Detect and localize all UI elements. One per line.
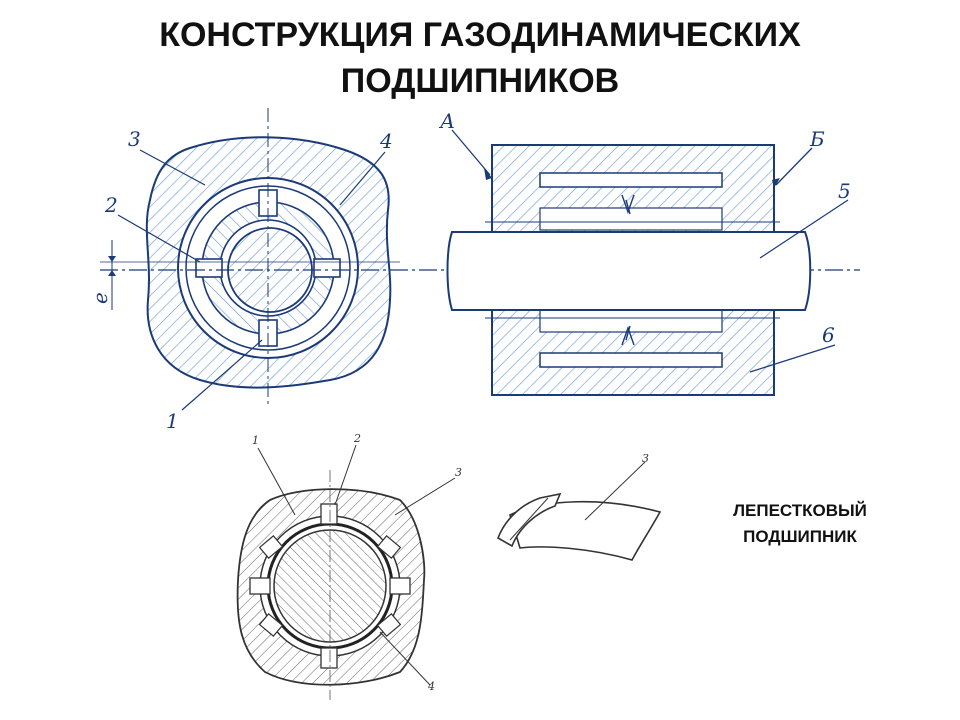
leader-2 (117, 214, 201, 263)
pad-right (313, 258, 341, 278)
caption-line-1: ЛЕПЕСТКОВЫЙ (733, 501, 867, 520)
bearing-longitudinal-section: А Б 5 6 (438, 109, 851, 396)
label-e: e (88, 292, 112, 304)
sleeve-upper (539, 207, 723, 231)
label-4: 4 (379, 129, 393, 153)
flow-mark-upper (621, 194, 635, 215)
leader-B (775, 147, 813, 186)
petal-leader-3 (584, 461, 646, 521)
foil-label-4: 4 (427, 680, 435, 693)
foil-slot-br (376, 613, 402, 637)
label-B: Б (809, 127, 825, 151)
foil-slot-top (320, 503, 338, 525)
foil-slot-bl (258, 613, 284, 637)
page-title: КОНСТРУКЦИЯ ГАЗОДИНАМИЧЕСКИХ ПОДШИПНИКОВ (0, 12, 960, 104)
groove-lower (539, 352, 723, 368)
petal-body (509, 500, 662, 561)
petal-label-3: 3 (642, 452, 649, 465)
petal-hook (497, 492, 562, 548)
caption-foil-bearing: ЛЕПЕСТКОВЫЙ ПОДШИПНИК (690, 498, 910, 550)
label-1: 1 (166, 409, 179, 433)
flow-mark-lower (621, 325, 635, 346)
petal-detail: 3 (497, 452, 662, 561)
foil-bearing-section: 1 2 3 4 (236, 432, 462, 700)
sleeve-lower (539, 309, 723, 333)
leader-5 (759, 199, 849, 259)
label-5: 5 (838, 179, 851, 203)
arrow-B (772, 178, 780, 188)
foil-slot-left (249, 577, 271, 595)
shaft-longitudinal (446, 231, 812, 311)
leader-4 (339, 151, 386, 206)
foil-slot-right (389, 577, 411, 595)
label-3: 3 (128, 127, 141, 151)
foil-label-3: 3 (455, 466, 462, 479)
foil-leader-4 (379, 631, 431, 686)
pad-left (195, 258, 223, 278)
leader-3 (139, 149, 206, 186)
title-line-2: ПОДШИПНИКОВ (340, 62, 620, 100)
label-2: 2 (104, 193, 118, 217)
bearing-cross-section: e 3 2 4 1 (88, 108, 860, 433)
dim-arrow-up (108, 256, 116, 262)
foil-leader-2 (334, 444, 357, 506)
foil-slot-tr (376, 535, 402, 559)
foil-leader-3 (394, 477, 456, 516)
petal-fold (509, 497, 549, 541)
foil-slot-bottom (320, 647, 338, 669)
caption-line-2: ПОДШИПНИК (743, 527, 857, 546)
foil-label-2: 2 (353, 432, 361, 445)
label-A: А (438, 109, 455, 133)
leader-1 (181, 339, 263, 411)
arrow-A (484, 168, 492, 180)
leader-A (451, 129, 491, 176)
leader-6 (749, 344, 836, 373)
foil-leader-1 (257, 447, 296, 516)
foil-label-1: 1 (252, 434, 259, 447)
groove-upper (539, 172, 723, 188)
foil-slot-tl (258, 535, 284, 559)
title-line-1: КОНСТРУКЦИЯ ГАЗОДИНАМИЧЕСКИХ (159, 16, 801, 54)
label-6: 6 (822, 323, 835, 347)
dim-arrow-down (108, 270, 116, 276)
